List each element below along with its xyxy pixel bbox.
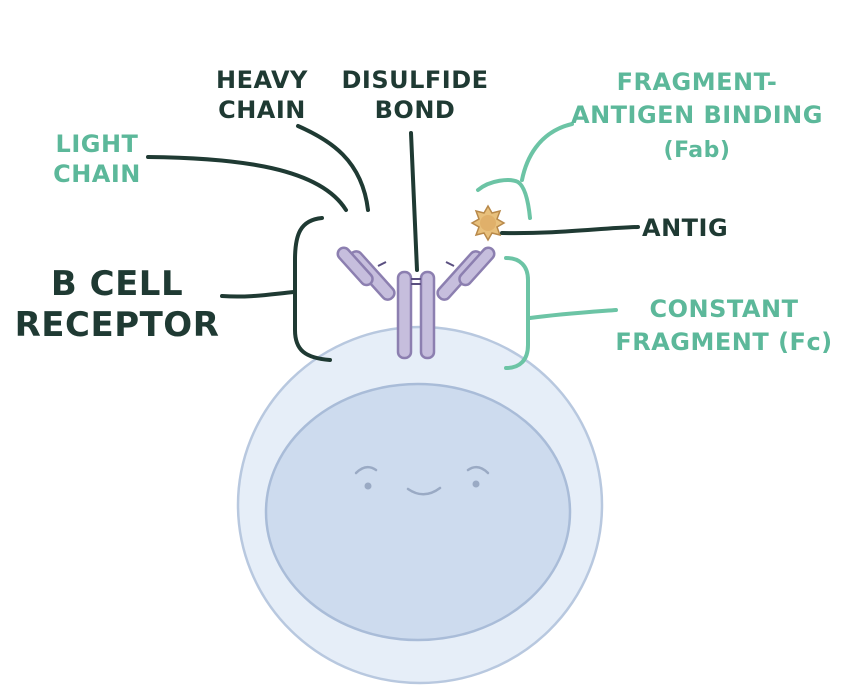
heavy-chain-leader [296,124,370,212]
light-chain-leader [146,155,348,212]
antigen-label: ANTIG [642,214,728,242]
heavy-chain-label: HEAVY [216,66,308,94]
disulfide-bond-label: DISULFIDE [341,66,488,94]
fab-label-3: (Fab) [664,138,731,163]
fc-leader [528,308,618,320]
disulfide-bond-label-2: BOND [375,96,456,124]
fab-leader [520,122,574,182]
b-cell [236,325,604,685]
light-chain-label: LIGHT [56,130,139,158]
light-chain-label-2: CHAIN [53,160,141,188]
right-eye-icon [466,465,490,475]
left-eye-icon [354,465,378,475]
fab-label-2: ANTIGEN BINDING [571,101,823,129]
smile-icon [406,486,442,496]
cell-nucleus [264,382,572,642]
bcr-leader [220,290,296,299]
fc-label: CONSTANT [650,295,799,323]
fc-bracket [504,256,530,370]
fab-label: FRAGMENT- [617,68,778,96]
fab-bracket [476,178,532,220]
b-cell-receptor-label: B CELL [51,264,183,304]
disulfide-leader [409,131,419,272]
fc-label-2: FRAGMENT (Fc) [615,328,832,356]
left-pupil-icon [364,482,372,490]
right-pupil-icon [472,480,480,488]
antigen-icon [470,204,506,242]
bcr-bracket [293,216,332,362]
heavy-chain-label-2: CHAIN [218,96,306,124]
b-cell-receptor-label-2: RECEPTOR [15,305,220,345]
antigen-leader [500,225,640,236]
antibody-icon [336,246,496,360]
